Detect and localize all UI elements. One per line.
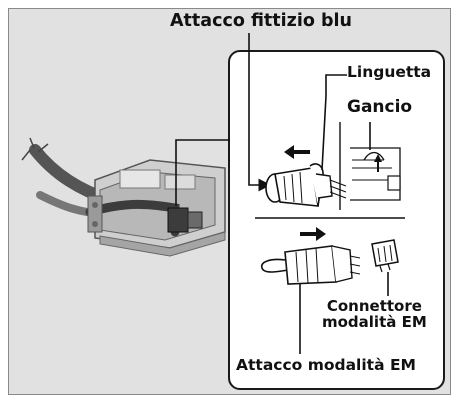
arrow-up-head xyxy=(374,154,382,162)
em-mode-plug-illustration xyxy=(261,245,361,285)
dummy-plug-illustration xyxy=(265,163,347,207)
detail-callout xyxy=(228,50,445,390)
label-tab: Linguetta xyxy=(347,63,432,81)
label-em-connector-line2: modalità EM xyxy=(322,312,427,331)
label-hook: Gancio xyxy=(347,97,413,117)
label-em-plug: Attacco modalità EM xyxy=(236,356,416,374)
fittizio-leader-line xyxy=(248,33,272,192)
arrow-right-head xyxy=(316,227,326,241)
label-dummy-plug: Attacco fittizio blu xyxy=(170,11,352,31)
arrow-left-head xyxy=(284,145,294,159)
hook-detail-inset xyxy=(339,122,401,210)
em-connector-assembly xyxy=(21,137,226,257)
linguetta-leader-line xyxy=(321,74,347,171)
em-mode-connector-illustration xyxy=(371,239,399,273)
assembly-leader-line xyxy=(175,139,230,206)
label-em-connector-line1: Connettore xyxy=(326,297,422,315)
label-em-connector: Connettore modalità EM xyxy=(322,297,427,331)
